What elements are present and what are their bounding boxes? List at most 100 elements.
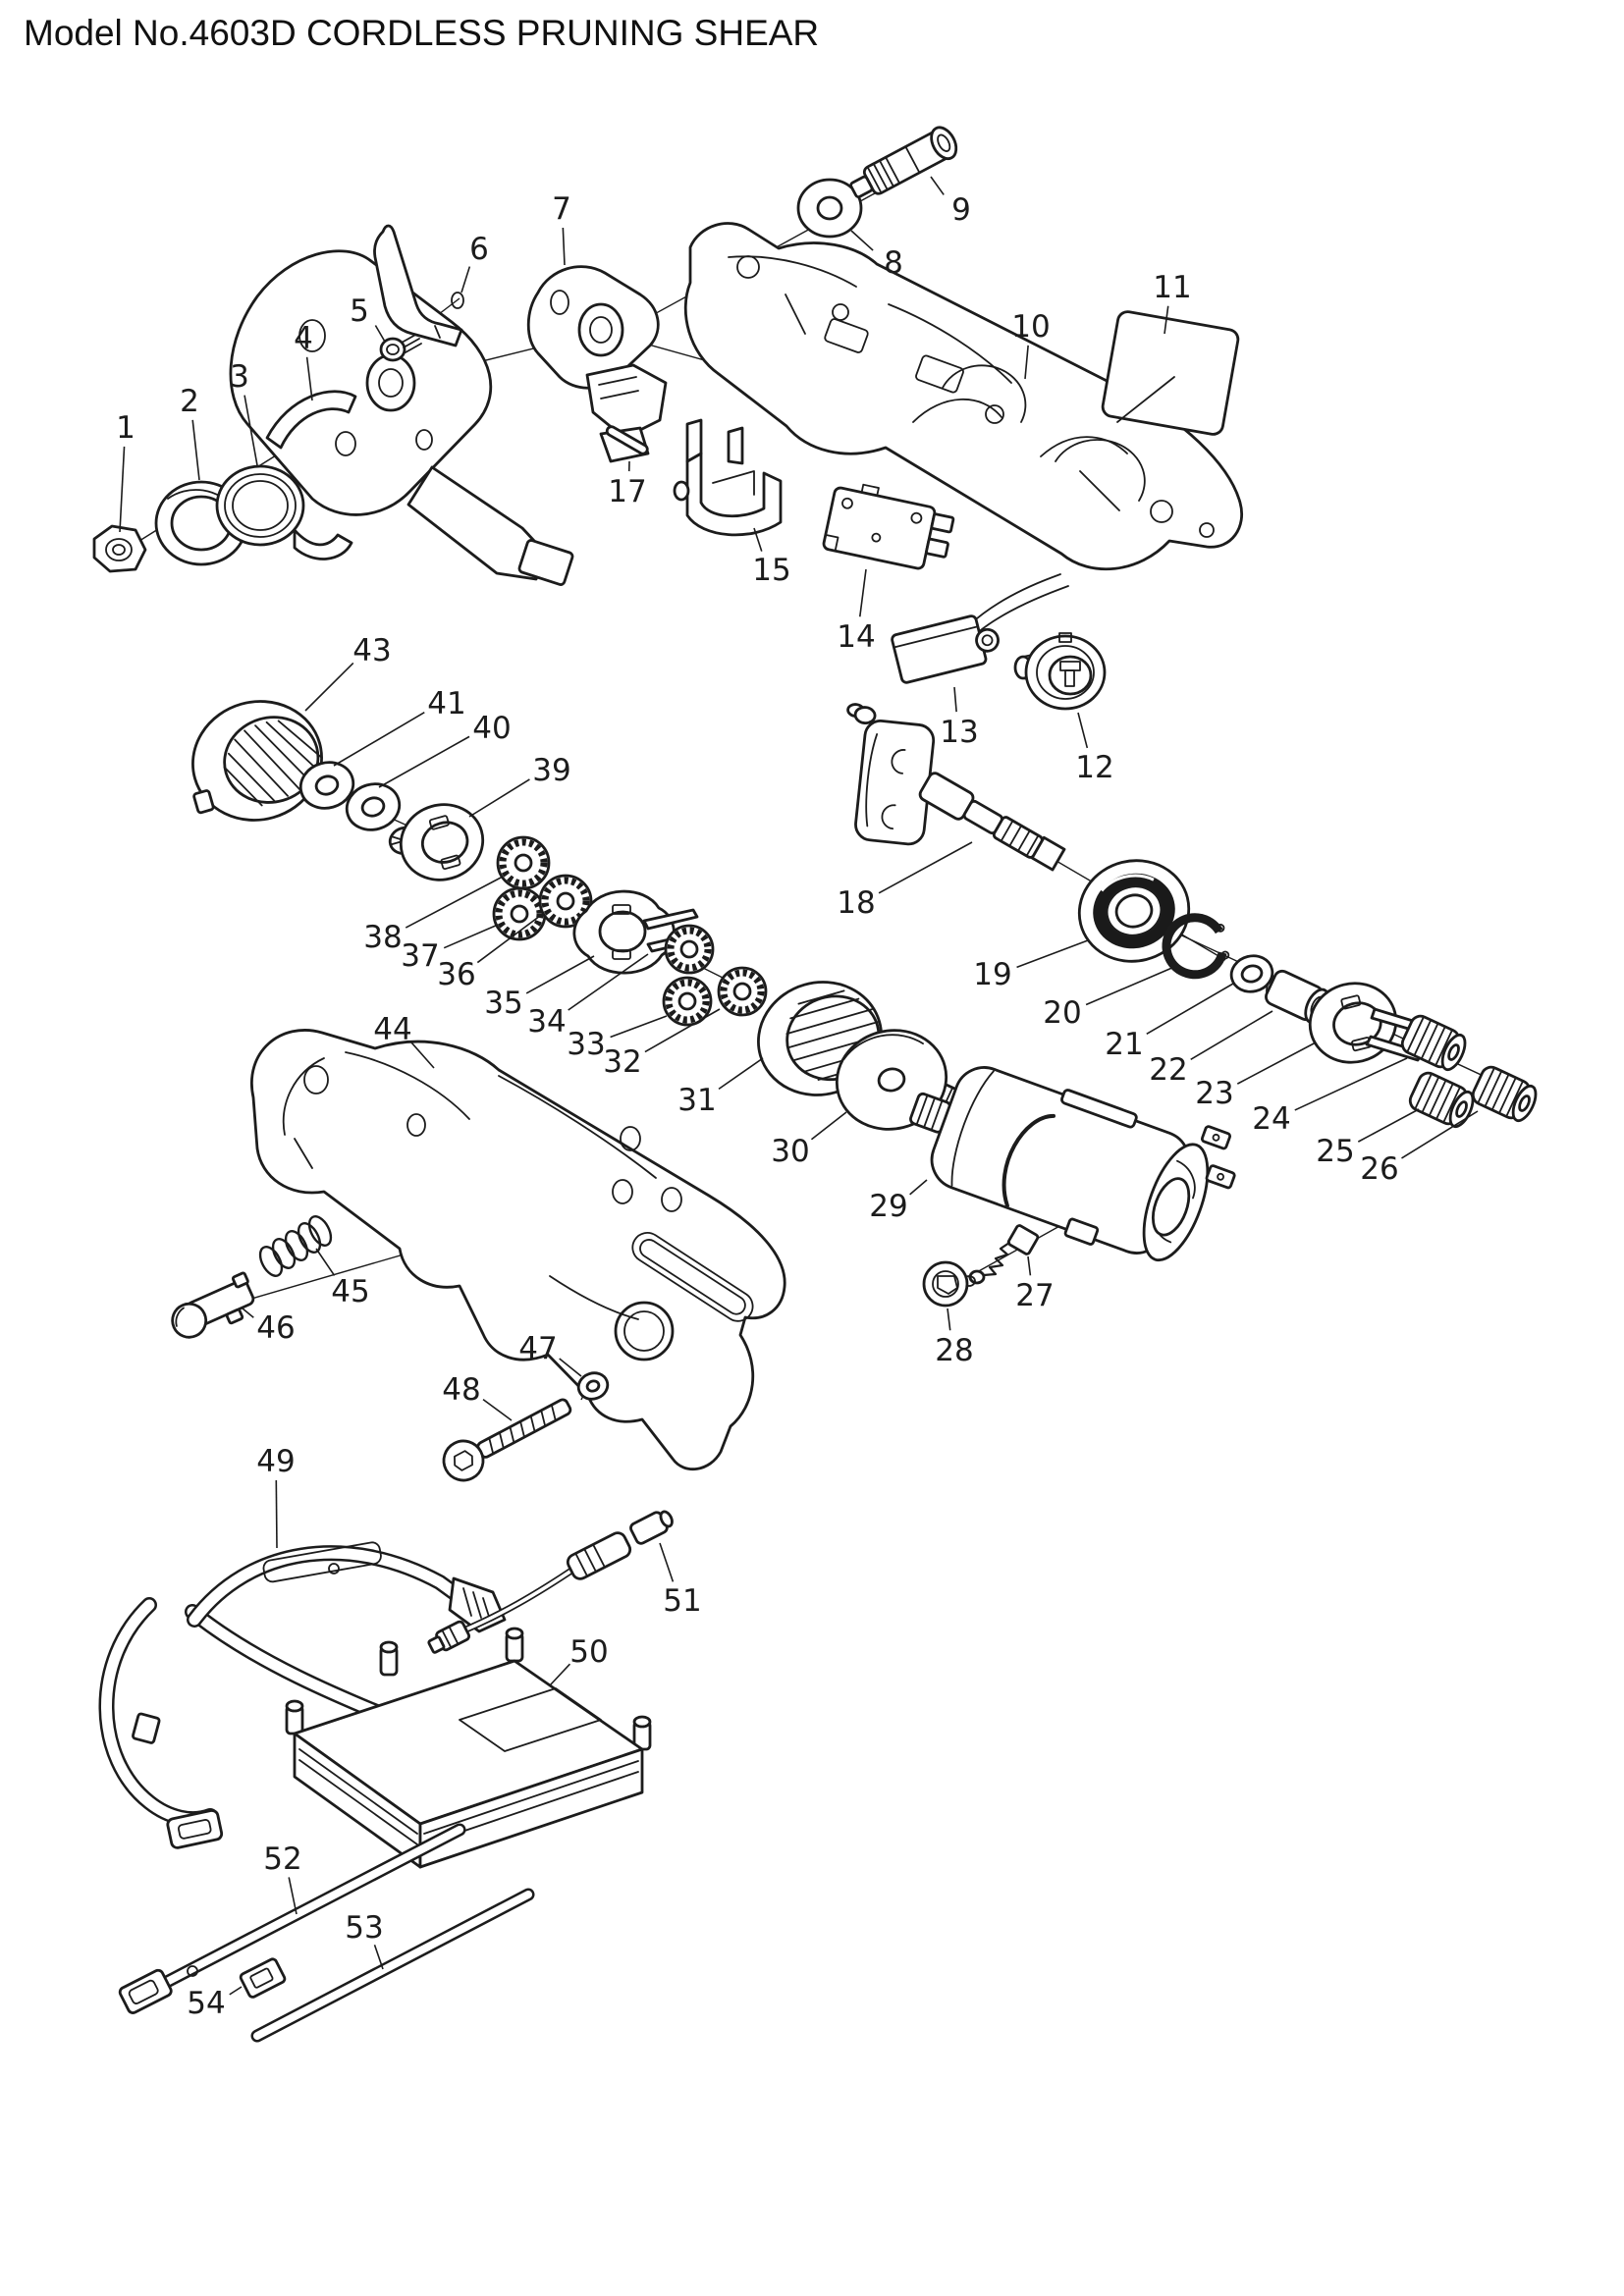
part-label-19: 19 [973,957,1011,992]
part-17-pin [605,425,649,455]
part-41-washer [298,761,355,810]
leader-line-45 [315,1248,336,1276]
part-10-housing-right [683,222,1243,571]
leader-line-51 [659,1542,675,1582]
part-label-49: 49 [256,1444,295,1479]
part-label-5: 5 [350,294,369,329]
leader-line-32 [644,1008,721,1053]
page-title: Model No.4603D CORDLESS PRUNING SHEAR [24,13,819,53]
leader-line-48 [482,1398,513,1421]
part-15-bracket [673,418,783,537]
part-label-23: 23 [1195,1076,1233,1111]
part-48-screw [442,1398,572,1482]
leader-line-21 [1146,983,1234,1036]
leader-line-4 [305,356,313,401]
part-29-motor [909,1066,1236,1262]
part-36-planet-gear [538,874,593,929]
part-label-7: 7 [552,191,571,227]
leader-line-53 [373,1945,384,1970]
leader-line-24 [1294,1057,1408,1111]
leader-line-20 [1085,966,1175,1006]
leader-line-40 [378,735,470,788]
part-label-51: 51 [663,1583,701,1619]
leader-line-37 [443,924,499,949]
part-label-21: 21 [1105,1027,1143,1062]
part-33-gear [664,924,715,975]
part-label-29: 29 [869,1189,907,1224]
part-label-6: 6 [469,232,489,267]
part-label-45: 45 [331,1274,369,1309]
leader-line-43 [304,662,354,712]
part-28-brush-cap [922,1260,969,1308]
part-14-microswitch [822,483,955,570]
part-label-28: 28 [935,1333,973,1368]
part-label-14: 14 [837,619,875,655]
part-20-snap-ring [1162,913,1230,980]
part-label-20: 20 [1043,995,1081,1031]
part-label-3: 3 [230,359,249,395]
part-5-screw [379,333,422,362]
part-label-50: 50 [569,1634,608,1670]
part-label-22: 22 [1149,1052,1187,1088]
leader-line-5 [374,325,386,343]
leader-line-11 [1164,305,1169,335]
part-38-planet-gear [496,835,551,890]
part-50-controller-box [285,1627,652,1869]
leader-line-38 [405,876,504,929]
parts-layer [92,126,1538,2043]
leader-line-12 [1077,712,1089,749]
part-21-washer [1229,954,1274,993]
part-26-pinion-gear [1471,1065,1538,1123]
leader-line-2 [191,419,200,481]
part-9-bolt [849,126,958,198]
leader-line-6 [460,266,471,294]
part-label-37: 37 [401,938,439,974]
part-label-11: 11 [1153,270,1191,305]
part-13-switch [891,573,1069,684]
leader-line-33 [610,1015,668,1039]
part-12-connector [1013,632,1107,711]
part-53-strap [250,1888,535,2043]
part-label-54: 54 [187,1986,225,2021]
leader-line-44 [410,1041,435,1069]
part-label-36: 36 [437,957,475,992]
leader-line-13 [953,686,957,713]
part-label-48: 48 [442,1372,480,1408]
part-51-cable [427,1510,674,1654]
part-40-washer [345,782,402,831]
part-label-52: 52 [263,1842,301,1877]
part-34-carrier-pins [642,908,699,931]
part-label-43: 43 [352,633,391,668]
leader-line-41 [333,712,425,767]
part-label-44: 44 [373,1012,411,1047]
part-7-link-lever [526,265,668,463]
leader-line-10 [1024,345,1029,380]
leader-line-18 [878,841,973,894]
part-45-spring [258,1215,333,1277]
part-label-39: 39 [532,753,570,788]
part-52-strap [118,1823,466,2014]
part-47-washer [576,1371,610,1401]
part-18-spindle [846,703,1066,872]
part-label-38: 38 [363,920,402,955]
leader-line-46 [242,1308,254,1318]
leader-line-9 [930,176,945,195]
part-label-8: 8 [884,245,903,281]
leader-line-26 [1401,1110,1479,1159]
part-label-53: 53 [345,1910,383,1946]
part-8-washer [796,178,863,239]
part-label-10: 10 [1011,309,1050,345]
leader-line-1 [119,446,126,533]
leader-line-39 [468,778,530,818]
leader-line-3 [244,395,258,466]
part-3-spring-ring [215,464,353,561]
part-label-9: 9 [951,192,971,228]
part-46-lock-pin [171,1271,255,1339]
leader-line-27 [1027,1255,1032,1276]
leader-line-7 [562,227,566,266]
part-label-47: 47 [518,1331,557,1366]
part-label-40: 40 [472,711,511,746]
part-label-46: 46 [256,1310,295,1346]
